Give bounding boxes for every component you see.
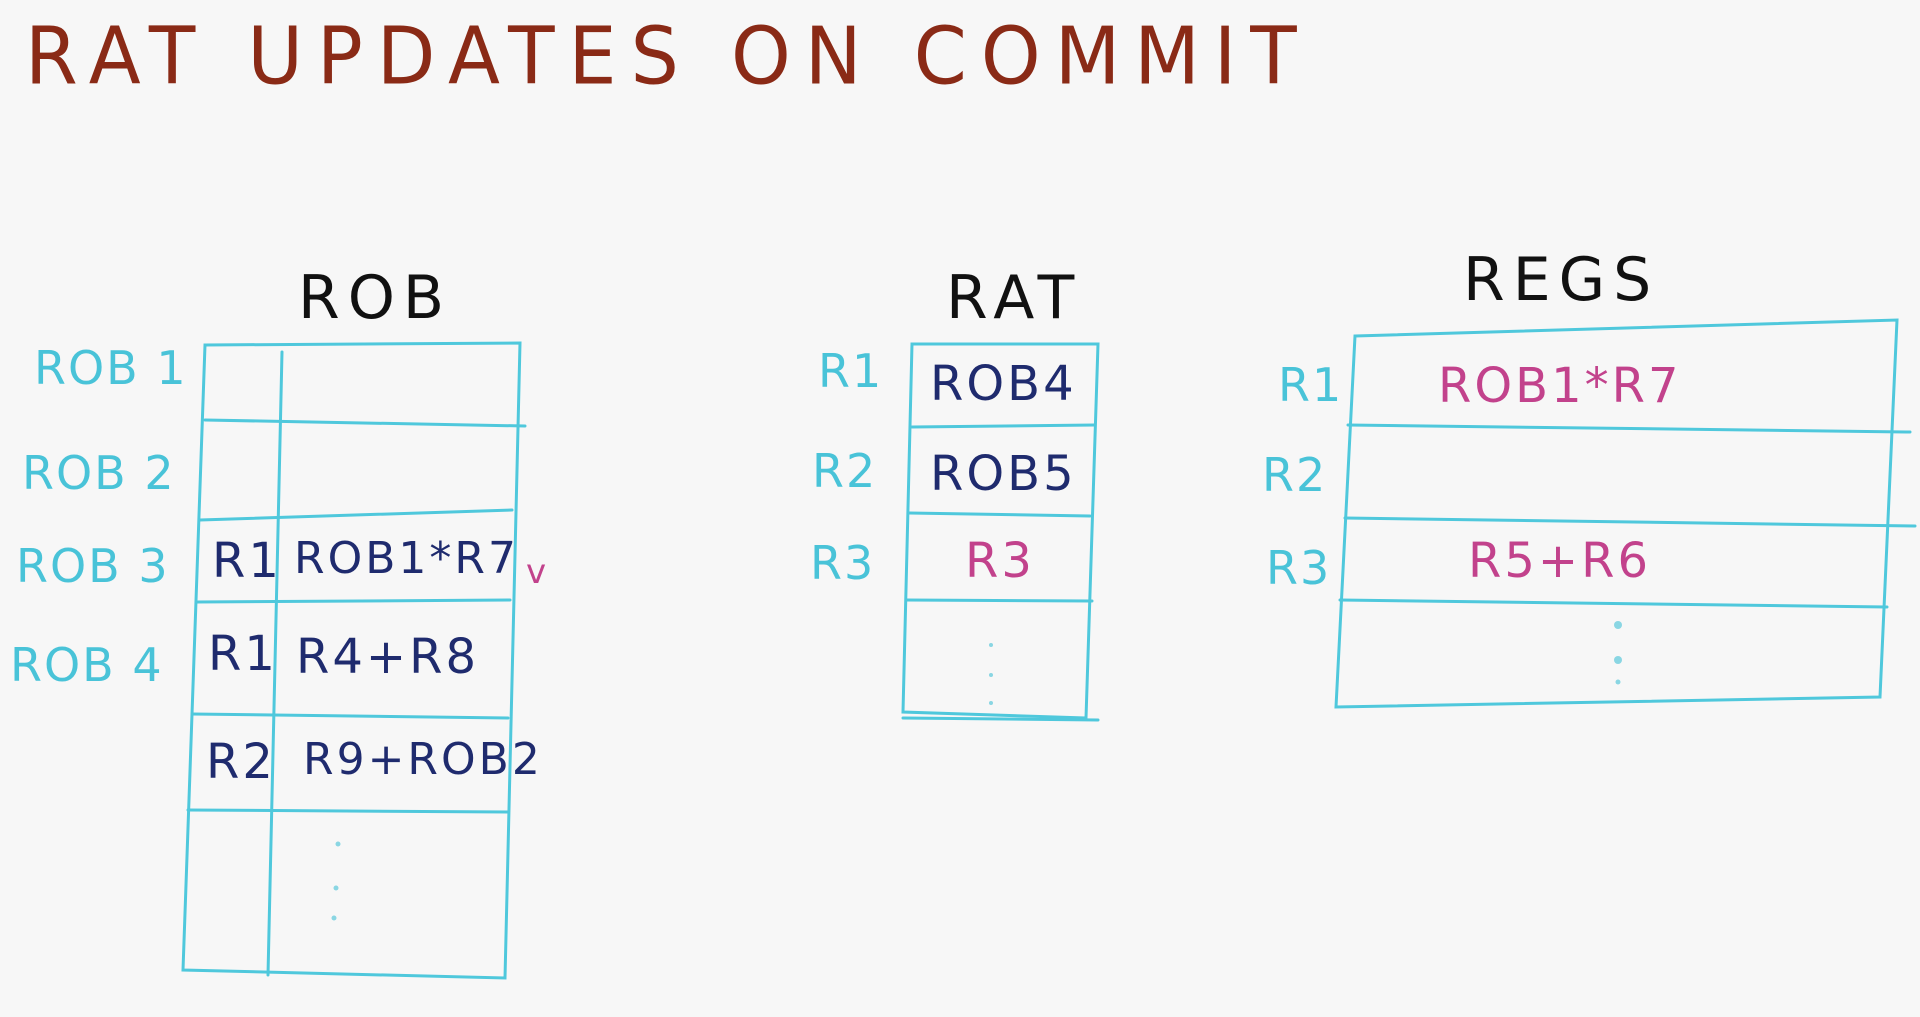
- rat-value: ROB4: [930, 356, 1077, 412]
- regs-row-label: R3: [1266, 541, 1332, 595]
- rob-heading: ROB: [298, 263, 453, 333]
- regs-heading: REGS: [1463, 245, 1660, 315]
- rat-heading: RAT: [946, 263, 1083, 333]
- regs-value: ROB1*R7: [1438, 358, 1682, 414]
- rob-row-label: ROB 1: [34, 341, 188, 395]
- rob-table-grid: [181, 341, 527, 980]
- rob-row-label: ROB 4: [10, 638, 164, 692]
- regs-value: R5+R6: [1468, 533, 1651, 589]
- rat-table-grid: [901, 342, 1100, 722]
- rob-entry-reg: R2: [206, 734, 276, 790]
- rat-row-label: R3: [810, 536, 876, 590]
- rob-entry-value: ROB1*R7: [294, 533, 519, 584]
- rob-entry-reg: R1: [212, 533, 282, 589]
- rob-entry-value: R9+ROB2: [303, 734, 543, 785]
- rob-row-label: ROB 2: [22, 446, 176, 500]
- diagram-title: RAT UPDATES ON COMMIT: [25, 8, 1311, 103]
- rob-entry-value: R4+R8: [296, 629, 479, 685]
- rob-entry-reg: R1: [208, 626, 278, 682]
- commit-check-mark: v: [526, 552, 547, 592]
- rat-row-label: R2: [812, 444, 878, 498]
- regs-row-label: R2: [1262, 448, 1328, 502]
- rob-row-label: ROB 3: [16, 539, 170, 593]
- regs-table-grid: [1334, 318, 1917, 709]
- rat-value: ROB5: [930, 446, 1077, 502]
- regs-row-label: R1: [1278, 358, 1344, 412]
- rat-value: R3: [965, 533, 1035, 589]
- rat-row-label: R1: [818, 344, 884, 398]
